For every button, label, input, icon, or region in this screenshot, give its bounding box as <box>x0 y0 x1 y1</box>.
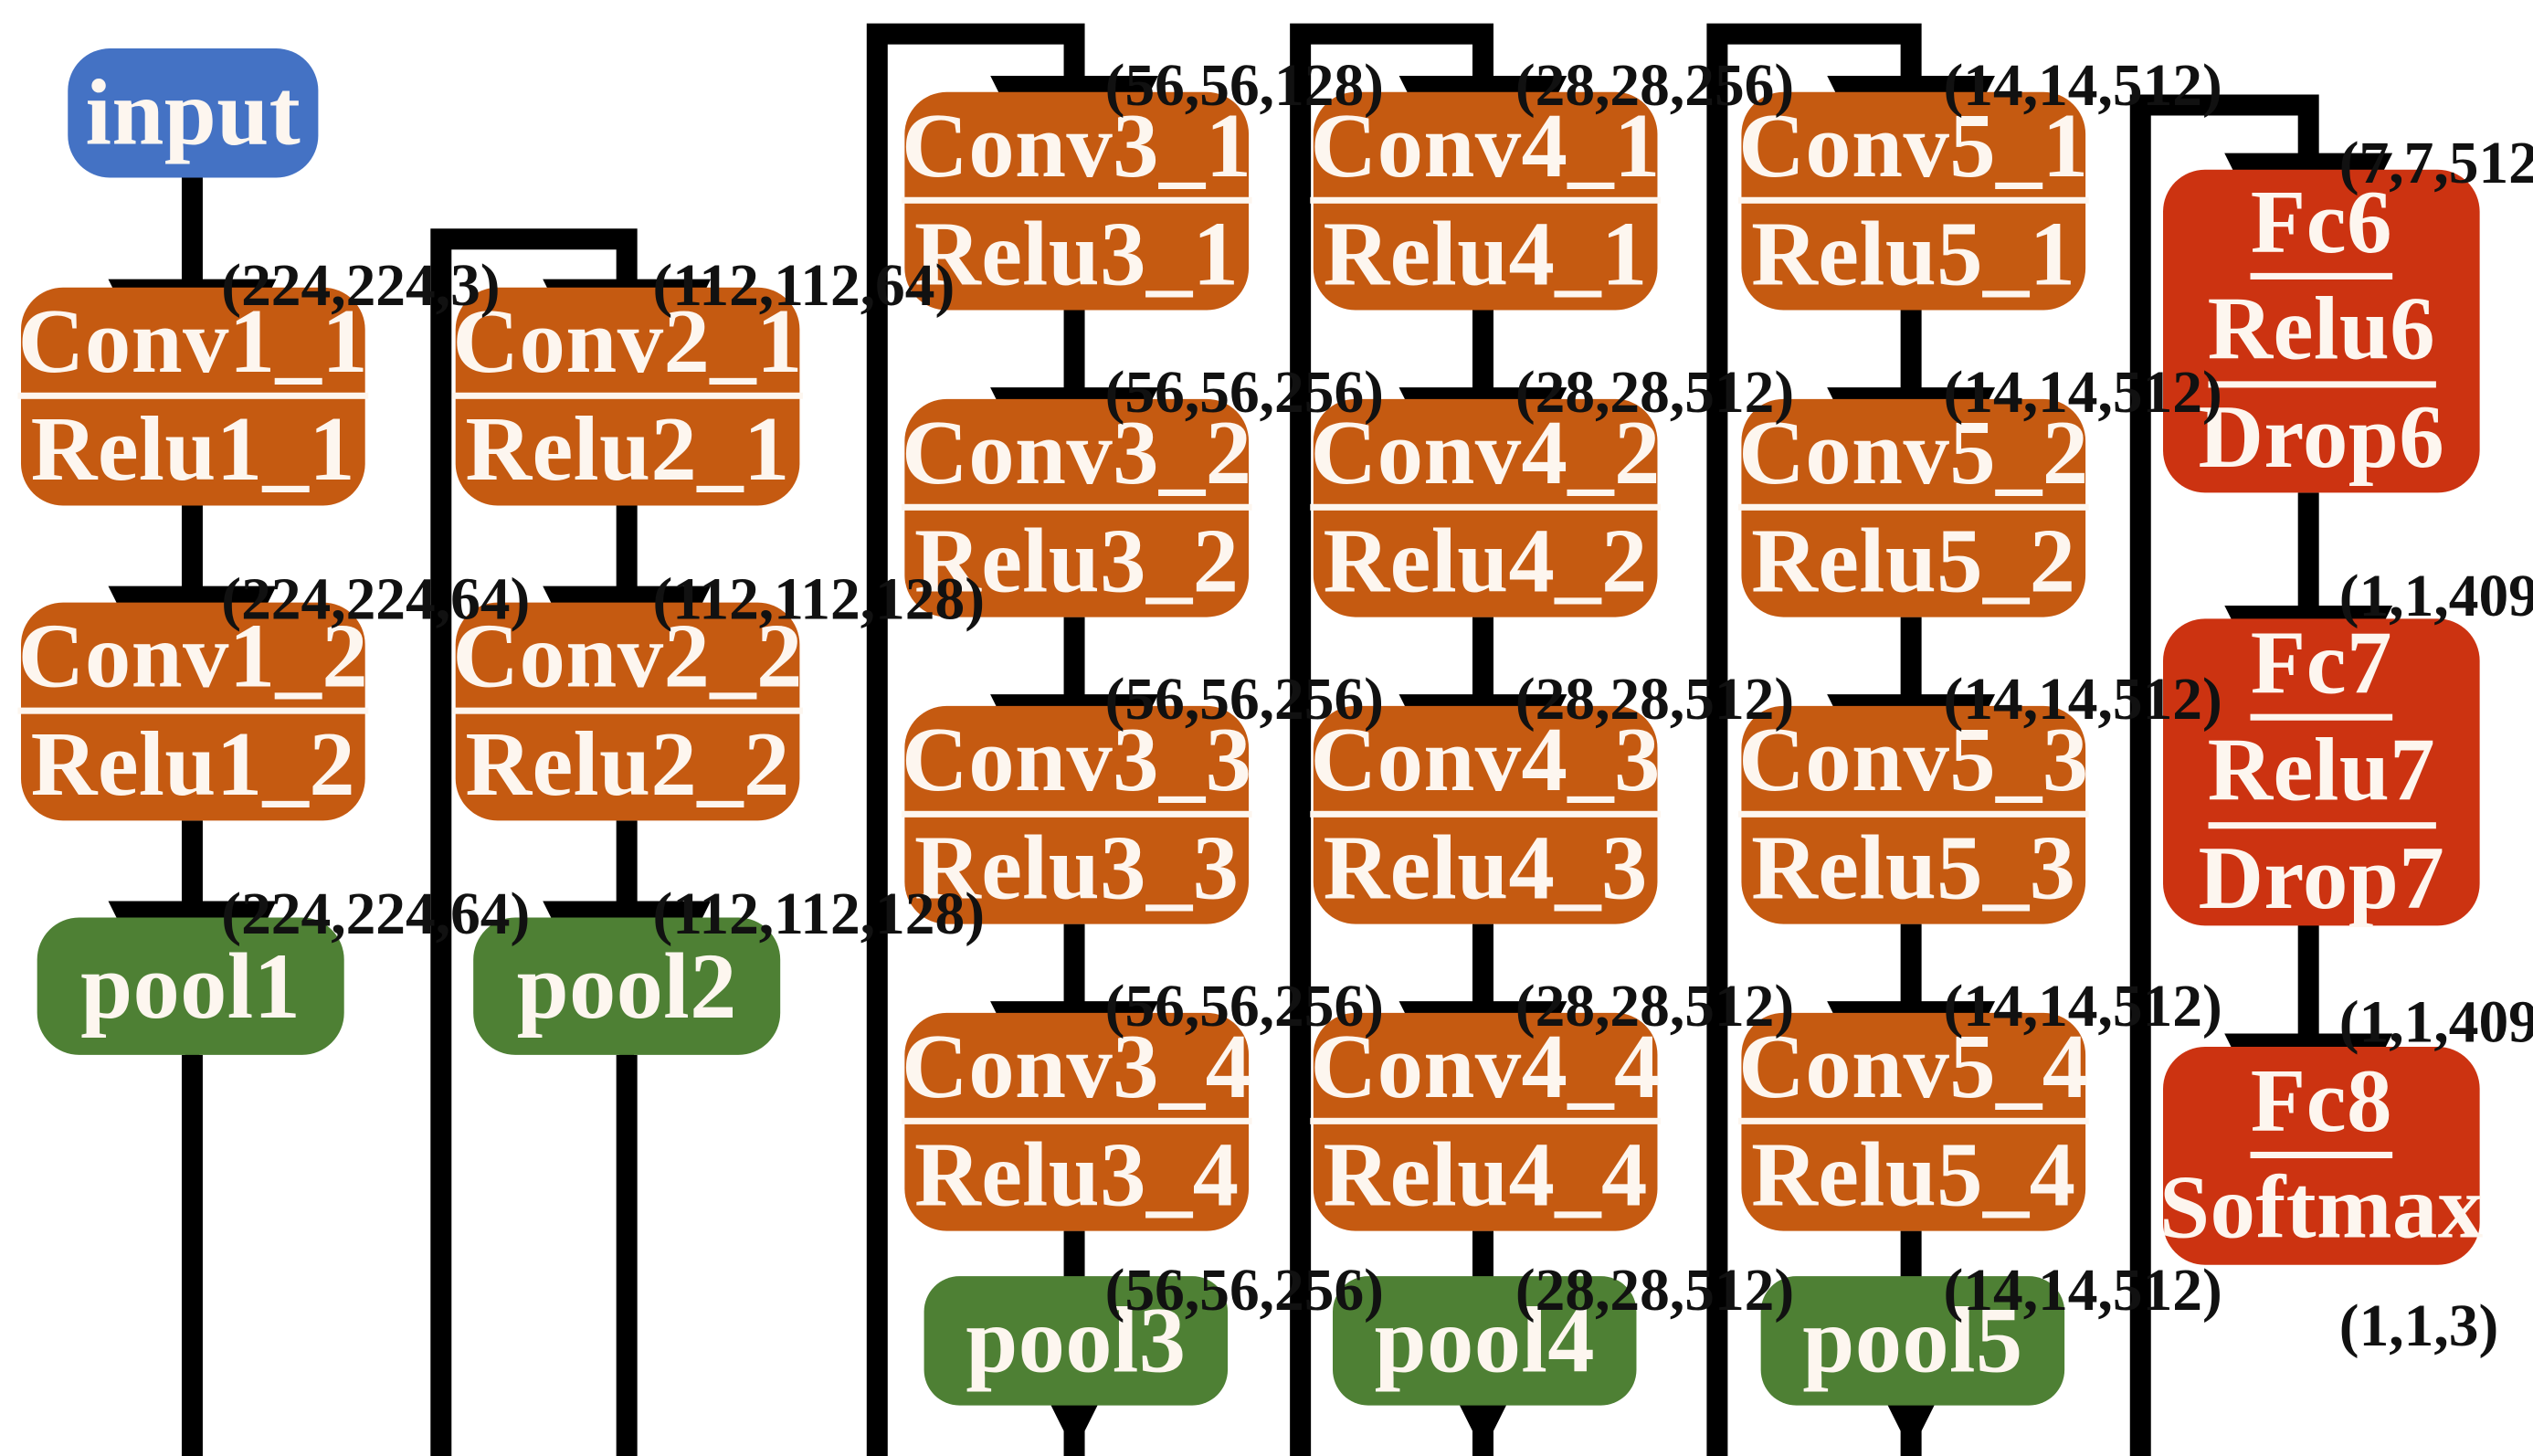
node-conv1_2-line-1: Relu1_2 <box>30 713 355 817</box>
edge-label-conv2_1-to-conv2_2: (112,112,128) <box>652 566 986 634</box>
node-fc6-line-1: Relu6 <box>2207 284 2436 387</box>
edge-label-conv3_4-to-pool3: (56,56,256) <box>1104 1258 1384 1325</box>
node-conv1_1-line-1: Relu1_1 <box>30 398 355 501</box>
edge-label-conv5_1-to-conv5_2: (14,14,512) <box>1943 360 2222 427</box>
node-conv3_3[interactable]: Conv3_3 Relu3_3 <box>902 705 1252 924</box>
edge-label-fc8-output: (1,1,3) <box>2338 1293 2499 1361</box>
node-conv3_2-line-0: Conv3_2 <box>902 406 1252 511</box>
edge-label-pool4-to-conv5_1: (14,14,512) <box>1943 53 2222 120</box>
node-conv4_3-line-1: Relu4_3 <box>1323 817 1648 920</box>
edge-label-conv5_2-to-conv5_3: (14,14,512) <box>1943 667 2222 733</box>
edge-label-conv2_2-to-pool2: (112,112,128) <box>652 881 986 949</box>
node-pool2-line-0: pool2 <box>516 934 737 1039</box>
node-conv3_2-line-1: Relu3_2 <box>914 510 1240 613</box>
node-fc8-line-1: Softmax <box>2159 1158 2484 1259</box>
node-fc8-line-0: Fc8 <box>2250 1055 2392 1159</box>
node-input-line-0: input <box>85 60 301 166</box>
node-conv5_1-line-0: Conv5_1 <box>1738 99 2089 204</box>
node-pool4[interactable]: pool4 <box>1333 1276 1637 1406</box>
node-conv2_2-line-1: Relu2_2 <box>465 713 790 817</box>
node-conv4_2-line-1: Relu4_2 <box>1323 510 1648 613</box>
node-pool3-line-0: pool3 <box>966 1288 1187 1394</box>
node-conv5_2[interactable]: Conv5_2 Relu5_2 <box>1738 398 2089 617</box>
node-fc6-line-2: Drop6 <box>2198 386 2445 488</box>
node-conv5_3[interactable]: Conv5_3 Relu5_3 <box>1738 705 2089 924</box>
node-conv3_4-line-1: Relu3_4 <box>914 1124 1240 1227</box>
node-conv2_1-line-0: Conv2_1 <box>452 294 803 399</box>
node-conv3_1-line-1: Relu3_1 <box>914 203 1240 306</box>
node-conv5_1[interactable]: Conv5_1 Relu5_1 <box>1738 91 2089 311</box>
node-conv4_4[interactable]: Conv4_4 Relu4_4 <box>1310 1012 1661 1231</box>
edge-label-conv5_3-to-conv5_4: (14,14,512) <box>1943 974 2222 1040</box>
node-conv4_2[interactable]: Conv4_2 Relu4_2 <box>1310 398 1661 617</box>
node-conv5_4[interactable]: Conv5_4 Relu5_4 <box>1738 1012 2089 1231</box>
node-fc7-line-2: Drop7 <box>2198 828 2445 929</box>
node-conv4_1-line-0: Conv4_1 <box>1310 99 1661 204</box>
node-pool5-line-0: pool5 <box>1802 1288 2023 1394</box>
node-conv1_1[interactable]: Conv1_1 Relu1_1 <box>17 287 369 506</box>
node-conv3_1[interactable]: Conv3_1 Relu3_1 <box>902 91 1252 311</box>
node-conv3_3-line-1: Relu3_3 <box>914 817 1240 920</box>
node-conv4_4-line-0: Conv4_4 <box>1310 1019 1661 1124</box>
edge-label-conv3_2-to-conv3_3: (56,56,256) <box>1104 667 1384 733</box>
node-conv2_2-line-0: Conv2_2 <box>452 609 803 714</box>
node-conv5_3-line-1: Relu5_3 <box>1751 817 2076 920</box>
edge-label-conv4_1-to-conv4_2: (28,28,512) <box>1515 360 1795 427</box>
node-fc7[interactable]: Fc7 Relu7 Drop7 <box>2163 618 2480 929</box>
node-conv5_4-line-1: Relu5_4 <box>1751 1124 2076 1227</box>
node-pool4-line-0: pool4 <box>1374 1288 1595 1394</box>
edge-label-pool1-to-conv2_1: (112,112,64) <box>652 253 955 321</box>
node-conv4_3-line-0: Conv4_3 <box>1310 712 1661 818</box>
node-pool1-line-0: pool1 <box>80 934 301 1039</box>
edge-label-fc7-to-fc8: (1,1,4096) <box>2338 990 2533 1057</box>
node-fc7-line-1: Relu7 <box>2207 725 2436 828</box>
node-conv5_2-line-0: Conv5_2 <box>1738 406 2089 511</box>
node-conv4_1-line-1: Relu4_1 <box>1323 203 1648 306</box>
node-fc6-line-0: Fc6 <box>2250 177 2392 280</box>
node-conv3_4-line-0: Conv3_4 <box>902 1019 1252 1124</box>
node-conv3_1-line-0: Conv3_1 <box>902 99 1252 204</box>
node-pool5[interactable]: pool5 <box>1760 1276 2065 1406</box>
edge-label-pool3-to-conv4_1: (28,28,256) <box>1515 53 1795 120</box>
node-pool2[interactable]: pool2 <box>473 917 781 1055</box>
node-conv1_1-line-0: Conv1_1 <box>17 294 369 399</box>
edge-label-conv3_1-to-conv3_2: (56,56,256) <box>1104 360 1384 427</box>
node-fc7-line-0: Fc7 <box>2250 618 2392 722</box>
node-conv4_4-line-1: Relu4_4 <box>1323 1124 1648 1227</box>
edge-label-conv5_4-to-pool5: (14,14,512) <box>1943 1258 2222 1325</box>
node-conv2_1[interactable]: Conv2_1 Relu2_1 <box>452 287 803 506</box>
node-fc6[interactable]: Fc6 Relu6 Drop6 <box>2163 169 2480 493</box>
node-conv1_2-line-0: Conv1_2 <box>17 609 369 714</box>
node-conv4_2-line-0: Conv4_2 <box>1310 406 1661 511</box>
node-conv2_1-line-1: Relu2_1 <box>465 398 790 501</box>
edge-label-conv4_2-to-conv4_3: (28,28,512) <box>1515 667 1795 733</box>
node-conv2_2[interactable]: Conv2_2 Relu2_2 <box>452 602 803 821</box>
edge-label-conv1_1-to-conv1_2: (224,224,64) <box>221 566 531 634</box>
node-conv1_2[interactable]: Conv1_2 Relu1_2 <box>17 602 369 821</box>
node-fc8[interactable]: Fc8 Softmax <box>2159 1046 2483 1265</box>
node-pool1[interactable]: pool1 <box>37 917 344 1055</box>
node-conv5_2-line-1: Relu5_2 <box>1751 510 2076 613</box>
node-conv5_3-line-0: Conv5_3 <box>1738 712 2089 818</box>
node-input[interactable]: input <box>68 48 319 178</box>
edge-label-conv1_2-to-pool1: (224,224,64) <box>221 881 531 949</box>
edge-label-conv3_3-to-conv3_4: (56,56,256) <box>1104 974 1384 1040</box>
edge-label-conv4_3-to-conv4_4: (28,28,512) <box>1515 974 1795 1040</box>
node-conv3_4[interactable]: Conv3_4 Relu3_4 <box>902 1012 1252 1231</box>
edge-label-input-to-conv1_1: (224,224,3) <box>221 253 501 321</box>
node-pool3[interactable]: pool3 <box>923 1276 1229 1406</box>
edge-label-pool5-to-fc6: (7,7,512) <box>2338 131 2533 197</box>
node-conv3_3-line-0: Conv3_3 <box>902 712 1252 818</box>
edge-label-pool2-to-conv3_1: (56,56,128) <box>1104 53 1384 120</box>
node-conv4_3[interactable]: Conv4_3 Relu4_3 <box>1310 705 1661 924</box>
node-conv4_1[interactable]: Conv4_1 Relu4_1 <box>1310 91 1661 311</box>
edge-label-conv4_4-to-pool4: (28,28,512) <box>1515 1258 1795 1325</box>
edge-label-fc6-to-fc7: (1,1,4096) <box>2338 564 2533 630</box>
node-conv3_2[interactable]: Conv3_2 Relu3_2 <box>902 398 1252 617</box>
node-conv5_4-line-0: Conv5_4 <box>1738 1019 2089 1124</box>
node-conv5_1-line-1: Relu5_1 <box>1751 203 2076 306</box>
